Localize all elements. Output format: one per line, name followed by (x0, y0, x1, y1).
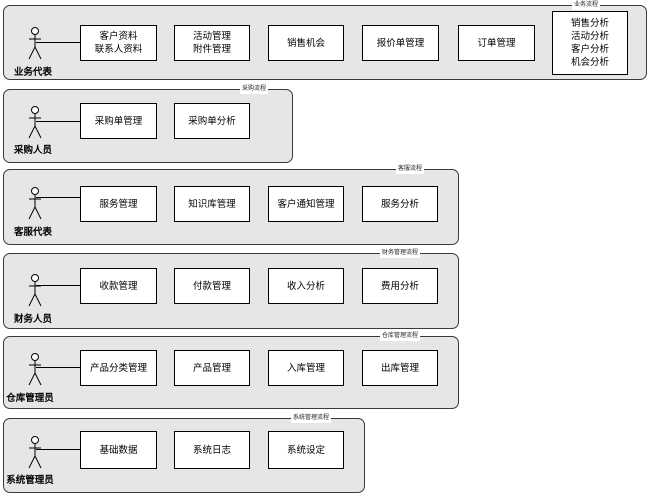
actor-icon (28, 436, 42, 470)
process-box: 知识库管理 (174, 186, 250, 222)
role-label: 系统管理员 (6, 475, 54, 486)
connector-line (36, 121, 80, 122)
process-box: 费用分析 (362, 268, 438, 304)
connector-line (36, 449, 80, 450)
actor-icon (28, 274, 42, 308)
process-box: 服务管理 (80, 186, 157, 222)
process-box: 活动管理 附件管理 (174, 25, 250, 61)
role-label: 客服代表 (13, 227, 53, 238)
process-box: 客户通知管理 (268, 186, 344, 222)
process-box: 订单管理 (458, 25, 535, 61)
process-box: 入库管理 (268, 350, 344, 386)
role-label: 财务人员 (13, 314, 53, 325)
process-box: 收款管理 (80, 268, 157, 304)
connector-line (36, 367, 80, 368)
lane-title: 财务管理流程 (380, 248, 421, 258)
lane-title: 业务流程 (572, 0, 601, 10)
process-box: 报价单管理 (362, 25, 439, 61)
process-box: 服务分析 (362, 186, 438, 222)
role-label: 业务代表 (13, 67, 53, 78)
process-box: 产品分类管理 (80, 350, 157, 386)
connector-line (36, 285, 80, 286)
lane-title: 客服流程 (396, 164, 425, 174)
process-box: 基础数据 (80, 431, 157, 469)
role-label: 仓库管理员 (6, 393, 54, 404)
process-box: 销售机会 (268, 25, 344, 61)
lane-title: 采购流程 (240, 84, 269, 94)
process-box: 收入分析 (268, 268, 344, 304)
process-box: 采购单分析 (174, 103, 250, 139)
role-label: 采购人员 (13, 145, 53, 156)
process-box: 采购单管理 (80, 103, 157, 139)
process-box: 客户资料 联系人资料 (80, 25, 157, 61)
process-box: 系统日志 (174, 431, 250, 469)
process-box: 系统设定 (268, 431, 344, 469)
process-box: 付款管理 (174, 268, 250, 304)
process-box: 出库管理 (362, 350, 438, 386)
lane-title: 系统管理流程 (291, 413, 332, 423)
connector-line (36, 42, 80, 43)
actor-icon (28, 27, 42, 61)
actor-icon (28, 106, 42, 140)
connector-line (36, 197, 80, 198)
lane-title: 仓库管理流程 (380, 331, 421, 341)
process-box: 销售分析 活动分析 客户分析 机会分析 (552, 11, 628, 75)
process-box: 产品管理 (174, 350, 250, 386)
actor-icon (28, 187, 42, 221)
actor-icon (28, 353, 42, 387)
